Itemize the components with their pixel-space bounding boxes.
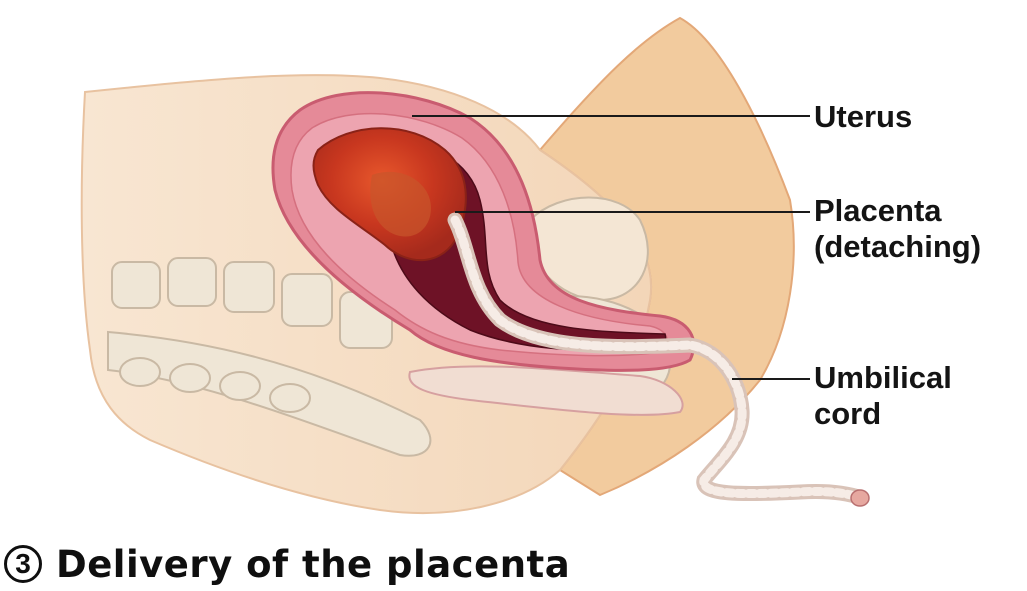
label-umbilical-cord: Umbilical cord [814,360,952,432]
figure-caption: 3 Delivery of the placenta [4,540,570,588]
label-placenta: Placenta (detaching) [814,193,981,265]
label-cord-line2: cord [814,396,952,432]
label-uterus: Uterus [814,99,912,135]
label-placenta-line1: Placenta [814,193,981,229]
label-placenta-line2: (detaching) [814,229,981,265]
caption-title: Delivery of the placenta [56,543,570,586]
step-number-badge: 3 [4,545,42,583]
label-uterus-text: Uterus [814,99,912,134]
label-cord-line1: Umbilical [814,360,952,396]
